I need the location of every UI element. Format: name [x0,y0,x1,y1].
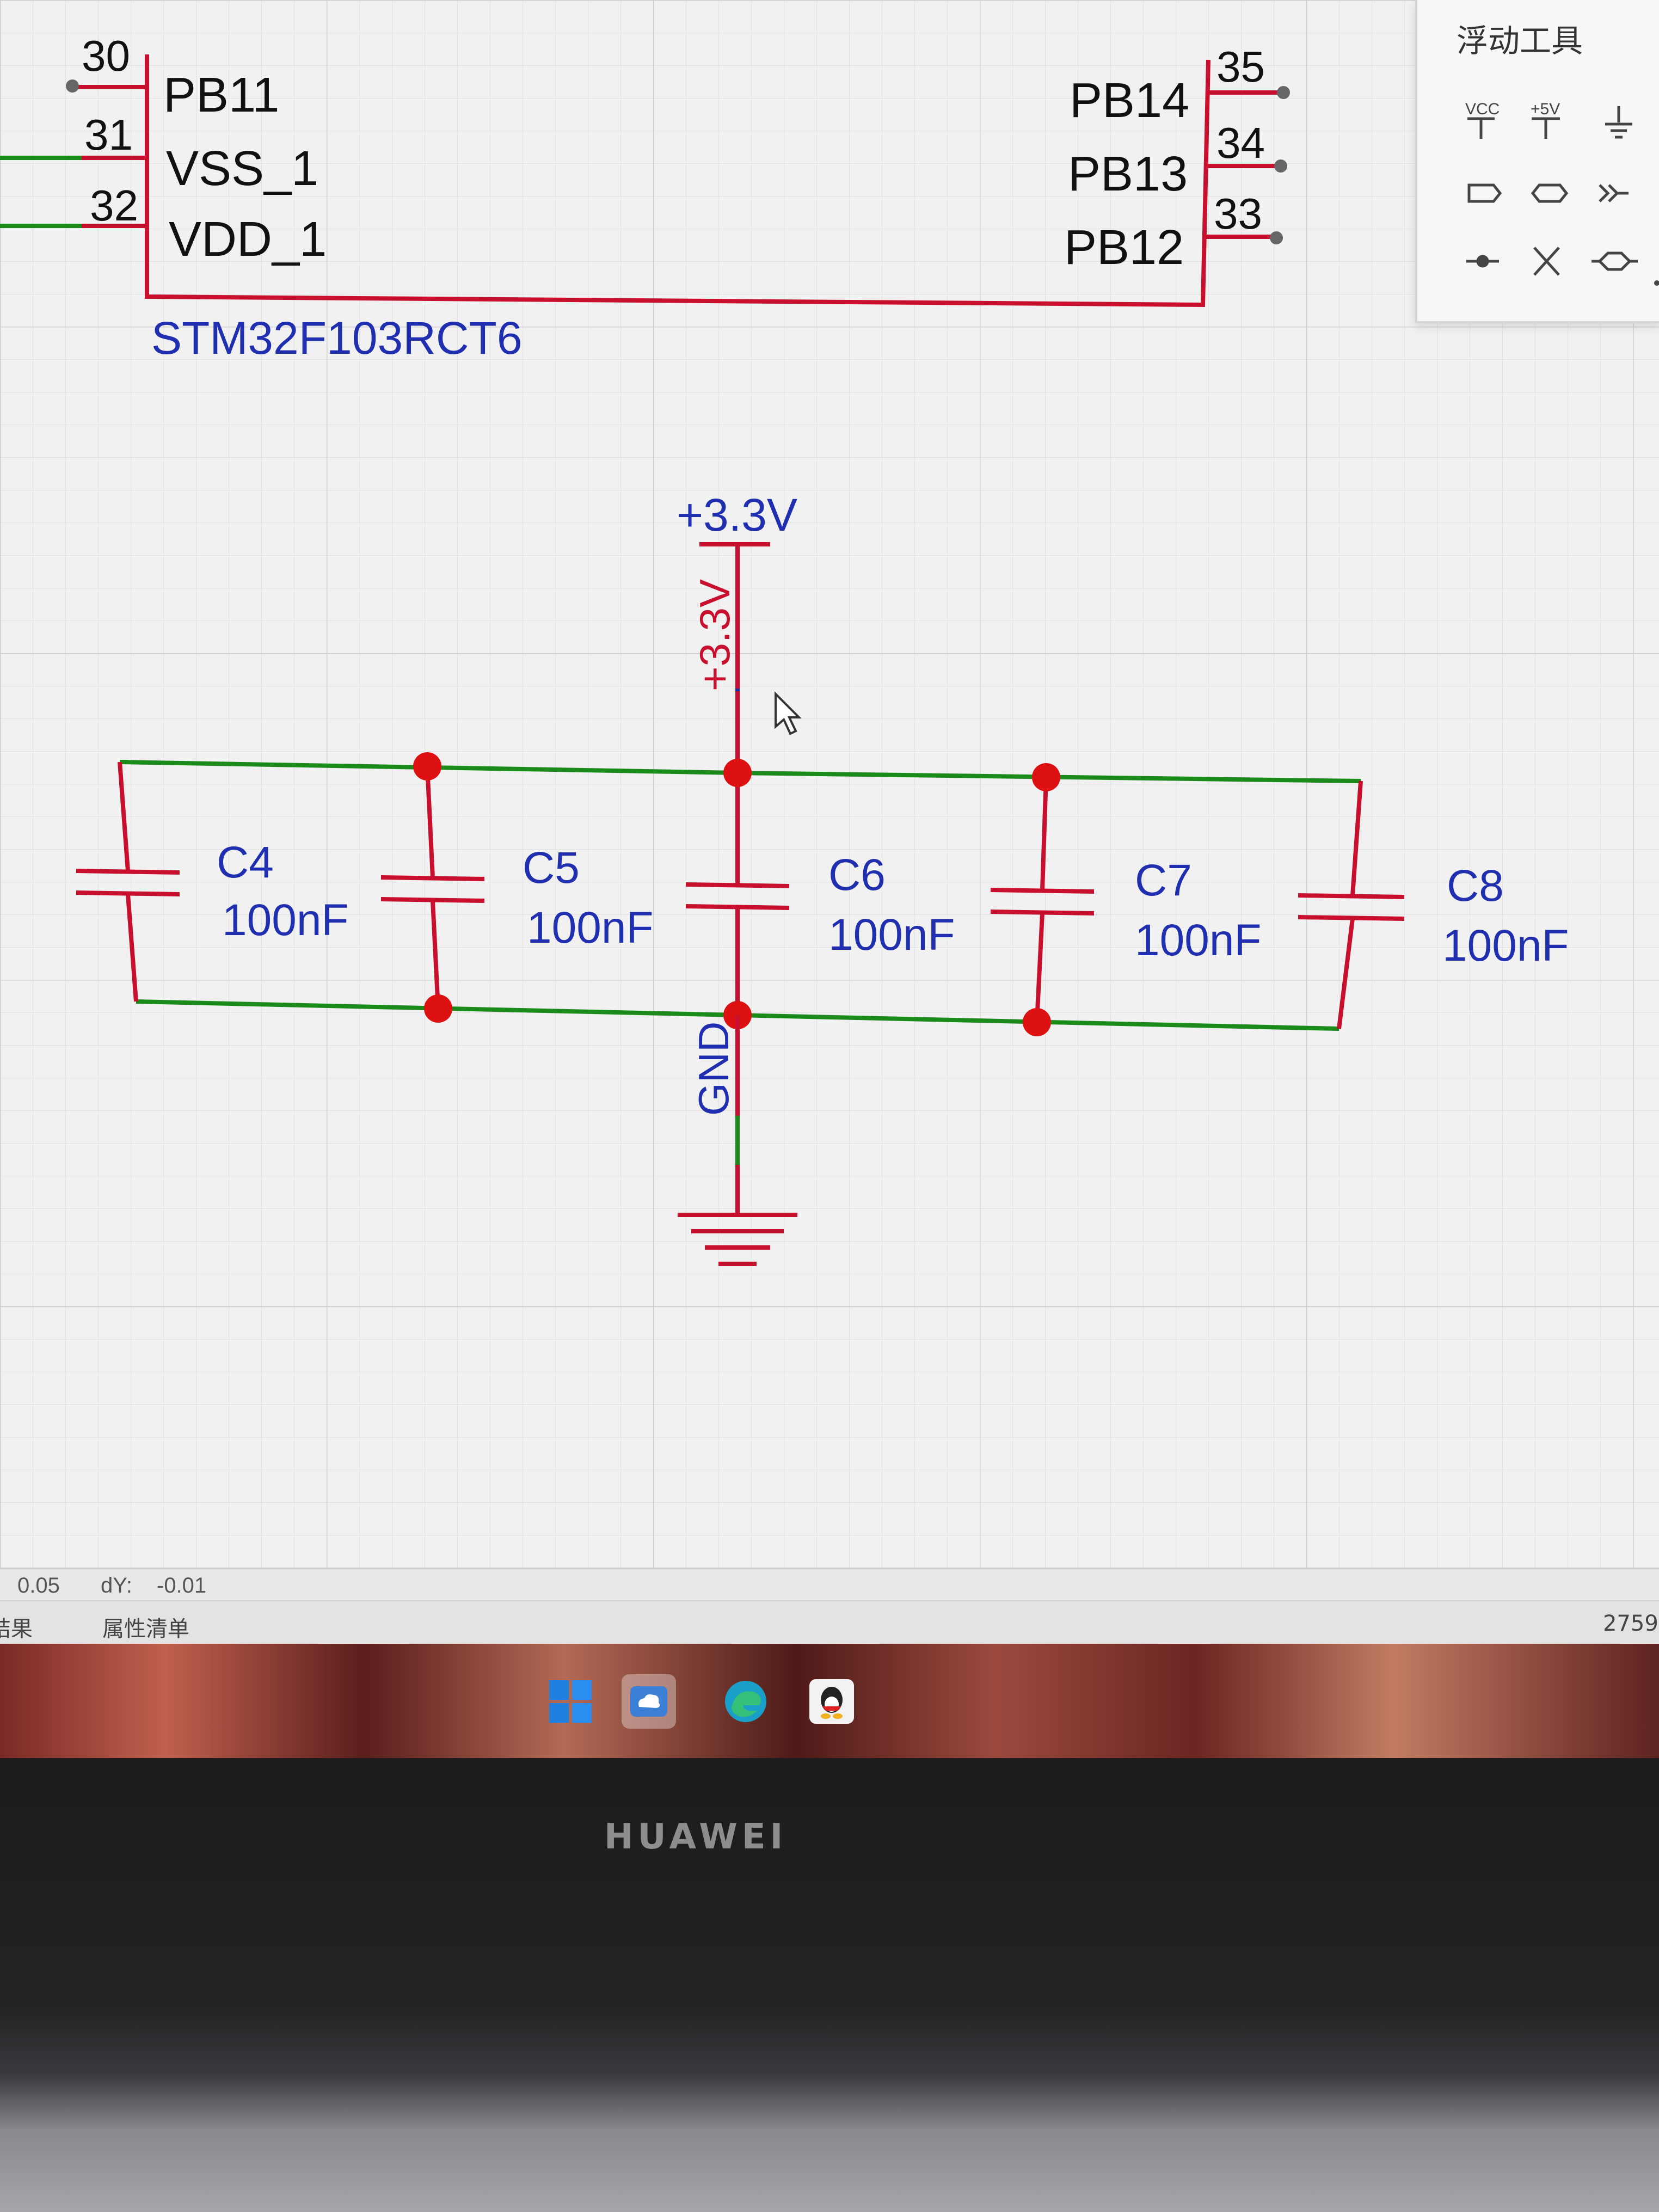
pin-num-31: 31 [84,110,133,159]
pin-num-33: 33 [1214,189,1262,238]
pin-name-vdd1: VDD_1 [169,212,327,267]
pin-name-pb14: PB14 [1070,73,1189,128]
c8-ref: C8 [1447,861,1504,911]
mouse-cursor-icon [775,691,802,735]
ground-icon[interactable] [1605,106,1632,139]
tab-properties-list[interactable]: 属性清单 [102,1617,189,1642]
no-connect-icon[interactable] [1533,247,1560,276]
cursor-dy-label: dY: [101,1574,132,1597]
c8-value: 100nF [1442,921,1569,970]
gnd-net-label: GND [690,1022,738,1116]
vcc-power-icon[interactable]: VCC [1465,100,1500,139]
pin-num-34: 34 [1216,119,1265,167]
floating-toolbar-title: 浮动工具 [1457,22,1583,59]
pin-num-35: 35 [1216,42,1265,91]
junction-dots [413,752,1060,1036]
net-flag-icon[interactable] [1531,183,1569,203]
qq-icon[interactable] [804,1674,859,1729]
net-port-icon[interactable] [1467,183,1502,203]
laptop-bezel [0,1758,1659,2212]
capacitor-c6[interactable] [685,773,790,1015]
power-label: +3.3V [677,489,797,540]
laptop-brand-logo: HUAWEI [604,1817,788,1857]
c7-value: 100nF [1135,915,1262,965]
cursor-x-value: 0.05 [17,1574,60,1597]
grid [0,0,1659,1568]
coordinate-readout: 2759 [1603,1611,1658,1636]
power-net-label: +3.3V [691,579,739,691]
screen: 30 31 32 PB11 VSS_1 VDD_1 PB14 PB13 PB12… [0,0,1659,1758]
junction-icon[interactable] [1466,255,1499,268]
bus-entry-icon[interactable] [1599,184,1629,202]
capacitor-c5[interactable] [380,766,485,1009]
tab-results[interactable]: 结果 [0,1617,33,1642]
edge-browser-icon[interactable] [718,1674,773,1729]
pin-num-30: 30 [82,32,130,80]
pin-name-pb12: PB12 [1064,220,1184,275]
windows-start-icon[interactable] [543,1674,598,1729]
net-label-icon[interactable] [1592,251,1638,271]
c4-value: 100nF [222,895,349,945]
chip-symbol[interactable] [0,54,1290,308]
pin-num-32: 32 [90,181,138,230]
chip-part-number[interactable]: STM32F103RCT6 [151,312,523,364]
bottom-panel-tabs: 结果 属性清单 2759 [0,1600,1659,1645]
c6-ref: C6 [828,850,886,900]
floating-toolbar: 浮动工具 VCC +5V [1415,0,1659,323]
pin-name-vss1: VSS_1 [166,142,318,196]
plus5v-power-icon[interactable]: +5V [1531,100,1560,139]
capacitor-c8[interactable] [1298,781,1405,1029]
plus5v-icon-label: +5V [1531,100,1560,118]
ground-symbol[interactable] [678,1015,797,1266]
windows-taskbar [0,1644,1659,1758]
status-bar: 0.05 dY: -0.01 [0,1568,1659,1602]
c6-value: 100nF [828,910,955,960]
capacitor-c4[interactable] [76,761,180,1002]
vcc-icon-label: VCC [1465,100,1500,118]
cursor-dy-value: -0.01 [157,1574,207,1597]
schematic-canvas[interactable]: 30 31 32 PB11 VSS_1 VDD_1 PB14 PB13 PB12… [0,0,1659,1568]
c5-value: 100nF [527,903,654,953]
power-symbol-3v3[interactable] [699,542,770,773]
pin-name-pb13: PB13 [1068,147,1188,201]
c5-ref: C5 [523,843,580,893]
cloud-app-icon[interactable] [622,1674,676,1729]
pin-name-pb11: PB11 [163,68,280,122]
capacitor-c7[interactable] [990,777,1095,1023]
c4-ref: C4 [217,838,274,887]
c7-ref: C7 [1135,856,1192,905]
